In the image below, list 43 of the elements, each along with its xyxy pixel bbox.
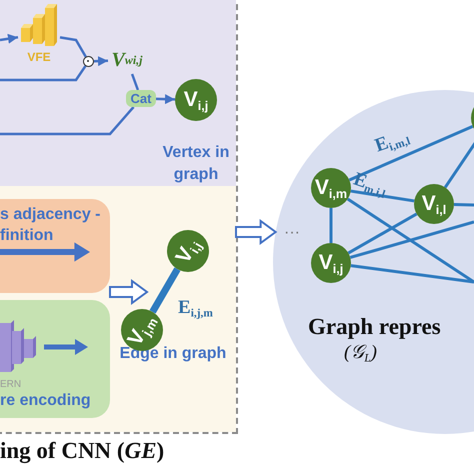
module-label: VFE: [26, 50, 52, 64]
box-text: ERN: [0, 379, 22, 390]
arrow: [156, 94, 176, 104]
hollow-arrow: [235, 219, 278, 245]
panel-section: [0, 186, 236, 432]
connector-line: [0, 106, 135, 136]
connector-line: [454, 203, 474, 206]
box-text: re encoding: [0, 392, 92, 410]
section-title: Vertex in graph: [162, 143, 230, 185]
module-box: [0, 199, 110, 293]
panel-section: [0, 0, 236, 186]
connector-line: [330, 208, 332, 243]
connector-line: [130, 74, 140, 90]
ellipsis-label: ···: [284, 224, 300, 242]
vertex-circle: [311, 168, 351, 208]
vertex-circle: [167, 230, 209, 272]
vertex-label: V$_{i,l}$: [422, 192, 446, 216]
connector-line: [350, 190, 414, 202]
connector-line: [150, 267, 180, 314]
vertex-label: V$_{i,j}$: [318, 250, 344, 276]
connector-line: [350, 220, 474, 259]
elementwise-product-symbol: [83, 56, 94, 67]
panel-caption: ing of CNN (GE): [0, 438, 166, 464]
box-text: s adjacency -finition: [0, 205, 102, 246]
hollow-arrow: [109, 279, 149, 305]
vertex-label: V$_{i,j}$: [184, 88, 208, 112]
connector-line: [0, 65, 86, 82]
connector-line: [346, 198, 474, 284]
connector-line: [350, 264, 474, 284]
vertex-circle: [311, 243, 351, 283]
edge-label: E$_{i,j,m}$: [178, 297, 213, 320]
connector-line: [348, 212, 418, 254]
vertex-circle: [175, 79, 217, 121]
arrow: [0, 34, 18, 44]
module-box: [0, 300, 110, 418]
arrow: [94, 56, 108, 66]
vertex-circle: [414, 184, 454, 224]
connector-line: [60, 36, 87, 58]
vertex-label: V$_{i,m}$: [314, 176, 348, 200]
graph-subtitle: (𝒢$_{L}$): [344, 342, 378, 364]
concat-label: Cat: [126, 90, 156, 107]
connector-line: [348, 125, 474, 182]
graph-title: Graph repres: [308, 314, 442, 340]
